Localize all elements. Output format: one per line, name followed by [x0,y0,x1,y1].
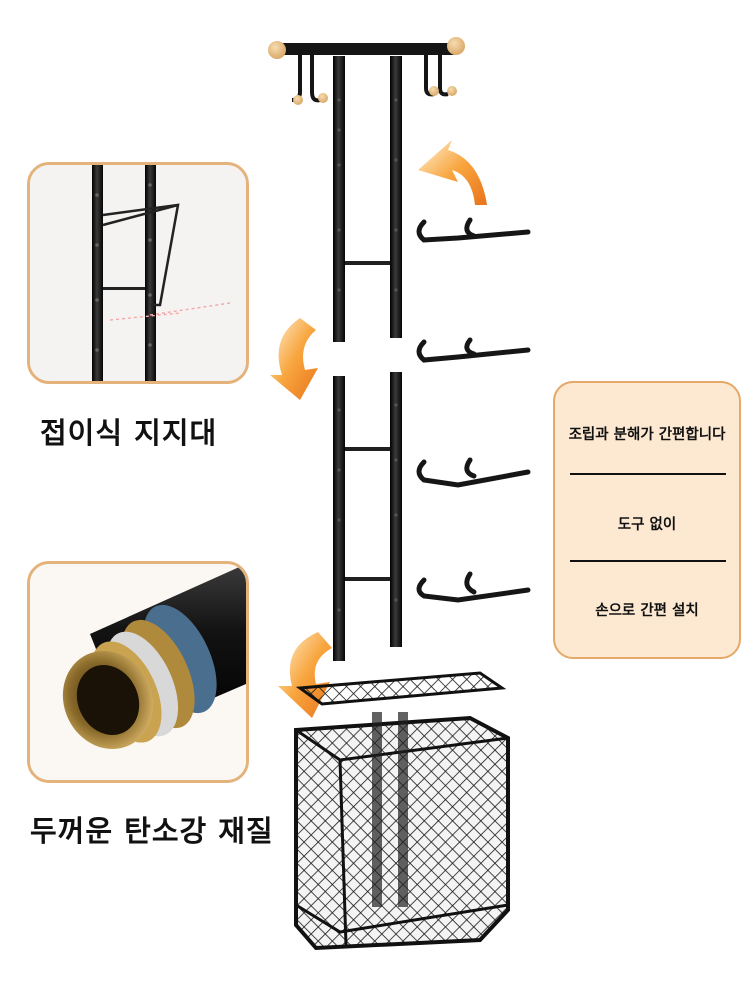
top-bar [268,37,465,105]
card-divider-2 [570,560,726,562]
wood-knob-left [268,41,286,59]
wood-knob-right [447,37,465,55]
carbon-steel-caption: 두꺼운 탄소강 재질 [30,814,274,848]
card-line-hand-install: 손으로 간편 설치 [595,603,699,619]
card-line-no-tools: 도구 없이 [617,517,677,533]
carbon-steel-inset [27,561,249,783]
folding-support-caption: 접이식 지지대 [40,416,218,450]
lower-pole-section [333,372,402,661]
upper-pole-section [333,56,402,342]
folding-bracket [102,203,180,307]
folding-support-inset [27,162,249,384]
side-hooks [416,217,531,603]
card-line-easy-assembly: 조립과 분해가 간편합니다 [568,427,726,443]
folding-support-illustration [30,165,246,381]
mesh-basket [294,712,510,951]
assembly-info-card: 조립과 분해가 간편합니다 도구 없이 손으로 간편 설치 [553,381,741,659]
basket-lid [295,671,507,706]
tube-cross-section-illustration [30,564,246,780]
arrow-up-icon [418,140,487,205]
card-divider-1 [570,473,726,475]
arrow-down-left-icon [270,318,318,400]
